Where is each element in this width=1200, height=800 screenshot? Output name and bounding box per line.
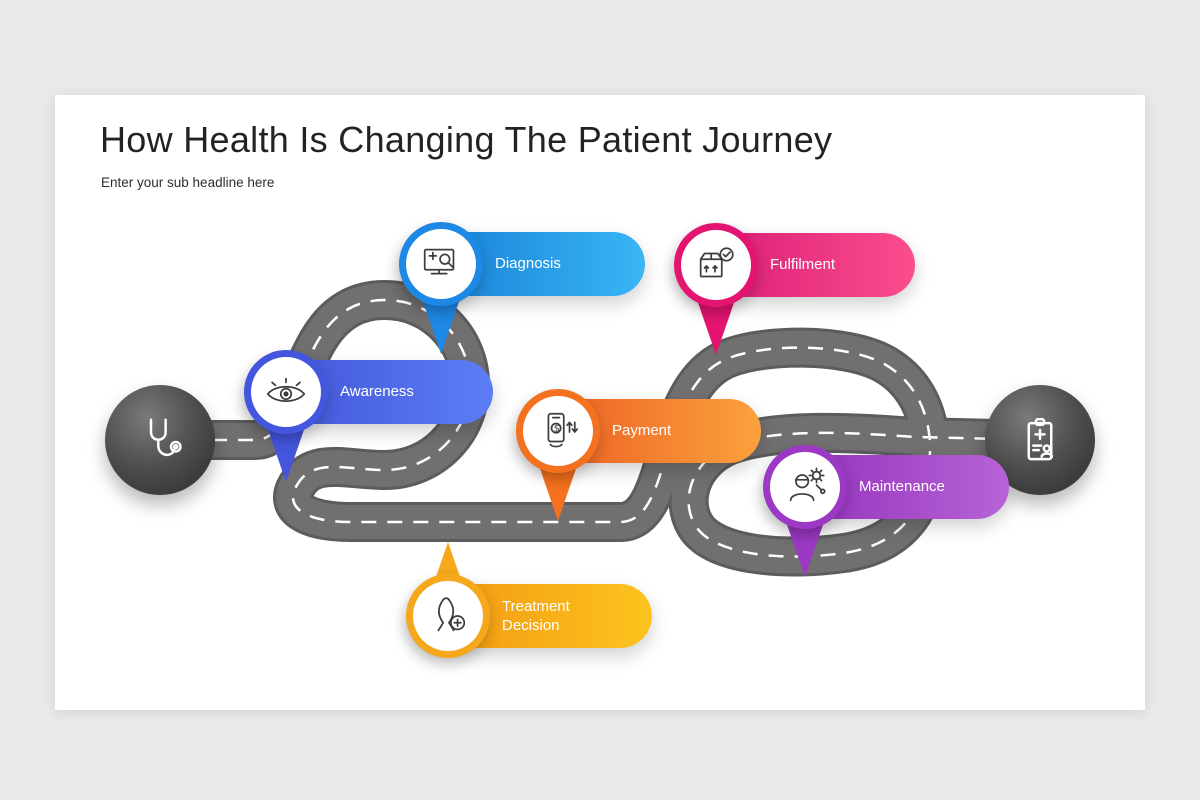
icon-circle: $ [523, 396, 593, 466]
milestone-fulfilment: Fulfilment [674, 223, 915, 355]
icon-circle [251, 357, 321, 427]
icon-circle [406, 229, 476, 299]
dollar-glyph: $ [554, 424, 560, 435]
package-check-icon [699, 247, 734, 278]
ribbon-cross-icon [437, 597, 466, 632]
slide-canvas: How Health Is Changing The Patient Journ… [55, 95, 1145, 710]
pin-marker: $ [516, 389, 600, 473]
eye-icon [266, 377, 306, 402]
milestone-diagnosis: Diagnosis [399, 222, 645, 354]
technician-gear-icon [789, 467, 826, 502]
milestone-label: Payment [612, 422, 672, 440]
milestone-maintenance: Maintenance [763, 445, 1009, 577]
pin-marker [399, 222, 483, 306]
pin-marker [674, 223, 758, 307]
pin-marker [244, 350, 328, 434]
milestone-label: Maintenance [859, 478, 945, 496]
pin-marker [763, 445, 847, 529]
journey-start-node [105, 385, 215, 495]
slide-title: How Health Is Changing The Patient Journ… [100, 119, 833, 160]
milestone-payment: Payment $ [516, 389, 761, 521]
milestone-label: Awareness [340, 383, 414, 401]
milestone-label: Treatment Decision [502, 597, 570, 635]
milestone-awareness: Awareness [244, 350, 493, 482]
icon-circle [413, 581, 483, 651]
milestone-label: Fulfilment [770, 256, 836, 274]
medical-report-icon [1027, 417, 1054, 461]
milestone-label: Diagnosis [495, 255, 561, 273]
diagnosis-monitor-icon [423, 248, 455, 275]
pin-marker [406, 574, 490, 658]
milestone-treatment-decision: Treatment Decision [406, 542, 652, 658]
icon-circle [681, 230, 751, 300]
payment-phone-icon: $ [547, 412, 579, 448]
icon-circle [770, 452, 840, 522]
slide-subtitle: Enter your sub headline here [101, 175, 275, 190]
stethoscope-icon [149, 418, 182, 457]
